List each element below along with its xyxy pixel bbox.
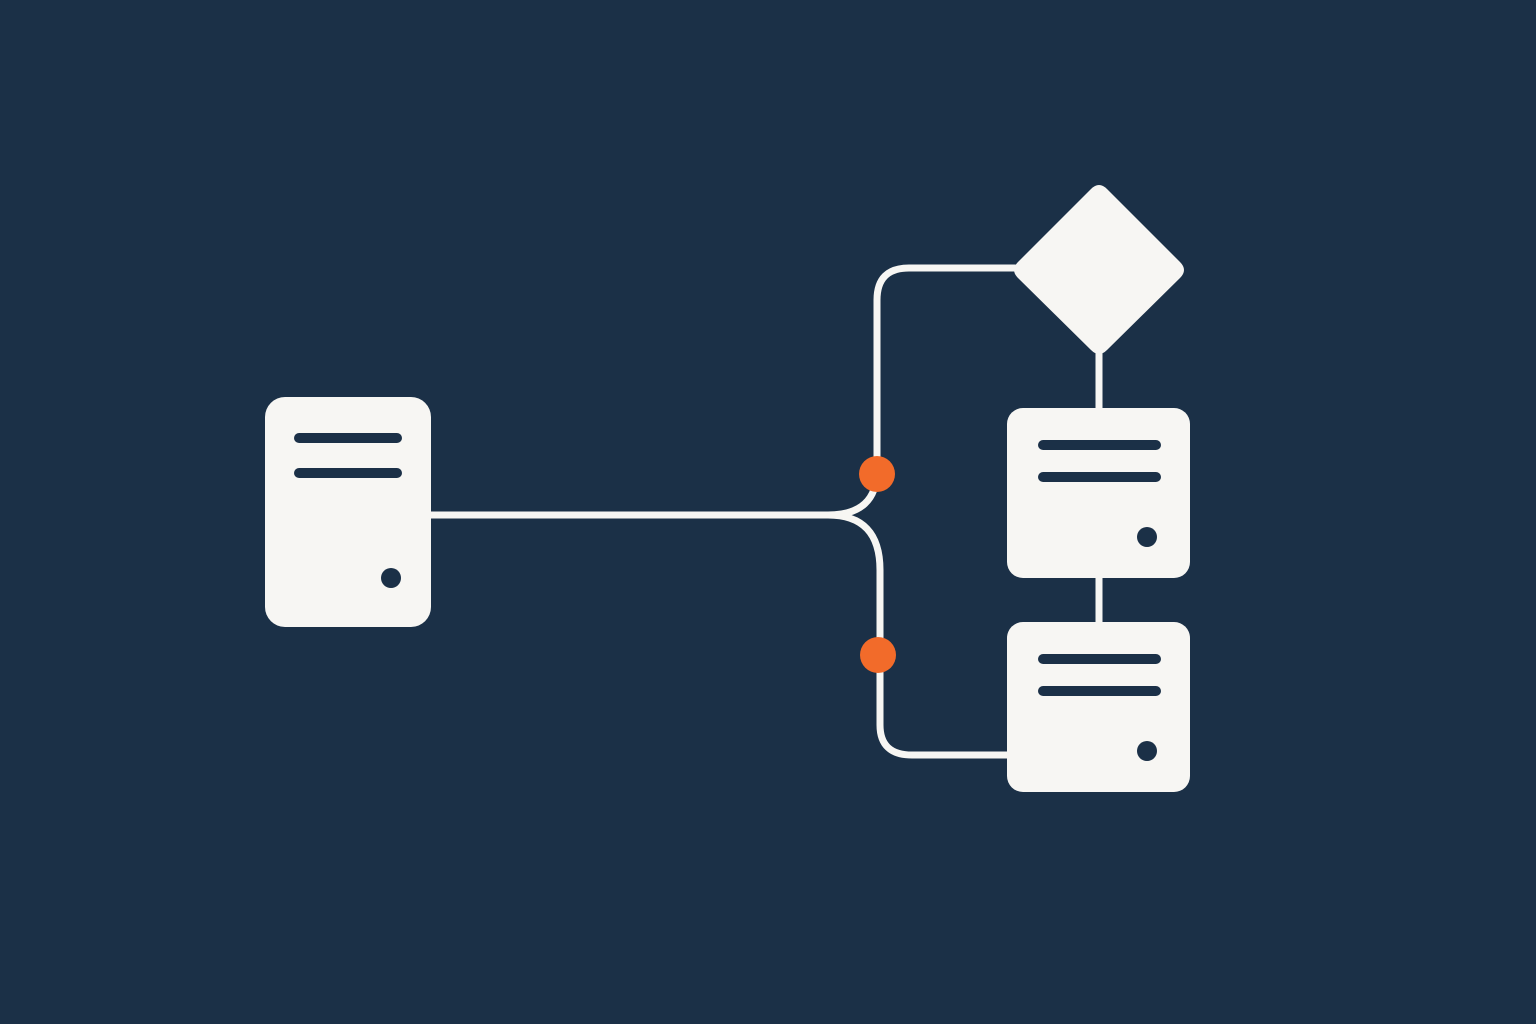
- server-right-bottom[interactable]: [1007, 622, 1190, 792]
- power-led: [1137, 527, 1157, 547]
- power-led: [1137, 741, 1157, 761]
- power-led: [381, 568, 401, 588]
- drive-slot: [294, 433, 402, 443]
- server-icon: [1007, 408, 1190, 578]
- junction-dot-bottom: [860, 637, 896, 673]
- drive-slot: [1038, 654, 1161, 664]
- server-icon: [1007, 622, 1190, 792]
- diamond-icon: [1014, 185, 1184, 354]
- server-left[interactable]: [265, 397, 431, 627]
- junction-dot-top: [859, 456, 895, 492]
- server-right-top[interactable]: [1007, 408, 1190, 578]
- decision[interactable]: [1014, 185, 1184, 354]
- drive-slot: [1038, 472, 1161, 482]
- drive-slot: [1038, 686, 1161, 696]
- edge-left-to-bottom-server: [824, 511, 1011, 759]
- server-icon: [265, 397, 431, 627]
- drive-slot: [1038, 440, 1161, 450]
- drive-slot: [294, 468, 402, 478]
